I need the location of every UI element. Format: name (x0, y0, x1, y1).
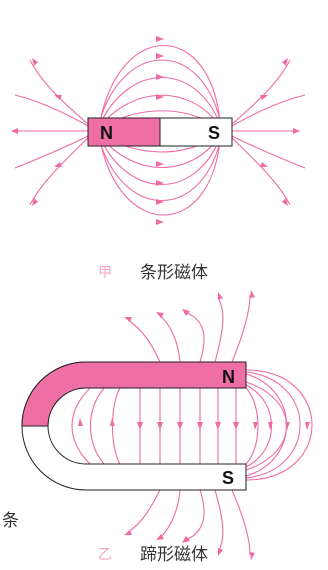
field-line (127, 319, 161, 363)
bar-magnet-arrows (11, 36, 300, 225)
horseshoe-magnet-caption: 蹄形磁体 (140, 545, 208, 565)
field-line (99, 94, 221, 127)
bar-magnet: N S (87, 117, 233, 147)
field-line (231, 135, 306, 169)
field-line (99, 44, 221, 123)
bar-magnet-south-label: S (208, 123, 220, 143)
horseshoe-magnet: N S (21, 361, 247, 491)
field-line (99, 135, 221, 168)
horseshoe-magnet-north-arm (21, 361, 247, 427)
field-line (159, 314, 181, 363)
margin-text: 条 (2, 511, 19, 531)
field-line (231, 94, 306, 127)
field-line (214, 489, 224, 553)
field-line (127, 489, 161, 533)
field-line (231, 489, 251, 556)
field-line (71, 387, 91, 465)
field-line (214, 297, 224, 363)
bar-magnet-south-half (159, 117, 233, 147)
field-line (245, 371, 301, 479)
field-line (245, 384, 273, 468)
bar-magnet-north-label: N (100, 123, 113, 143)
bar-magnet-field-lines (12, 44, 306, 216)
field-line (99, 139, 221, 216)
field-line (14, 94, 89, 127)
field-line (29, 59, 89, 125)
field-line (184, 311, 205, 363)
horseshoe-south-label: S (222, 468, 234, 488)
horseshoe-arrows (78, 290, 310, 560)
field-line (184, 489, 205, 541)
field-line (245, 369, 313, 481)
field-line (231, 294, 251, 363)
bar-magnet-caption: 条形磁体 (140, 263, 208, 283)
bar-magnet-tag: 甲 (98, 265, 112, 281)
bar-magnet-north-half (87, 117, 161, 147)
field-line (14, 135, 89, 169)
field-line (99, 141, 221, 202)
field-line (29, 137, 89, 206)
field-line (99, 137, 221, 185)
field-line (99, 59, 221, 121)
field-line (231, 59, 291, 125)
horseshoe-north-label: N (222, 367, 235, 387)
field-line (89, 387, 105, 465)
horseshoe-magnet-tag: 乙 (98, 547, 112, 563)
field-line (231, 137, 291, 206)
horseshoe-field-lines (71, 294, 313, 556)
field-line (245, 387, 259, 465)
field-line (159, 489, 181, 539)
field-line (245, 381, 287, 471)
